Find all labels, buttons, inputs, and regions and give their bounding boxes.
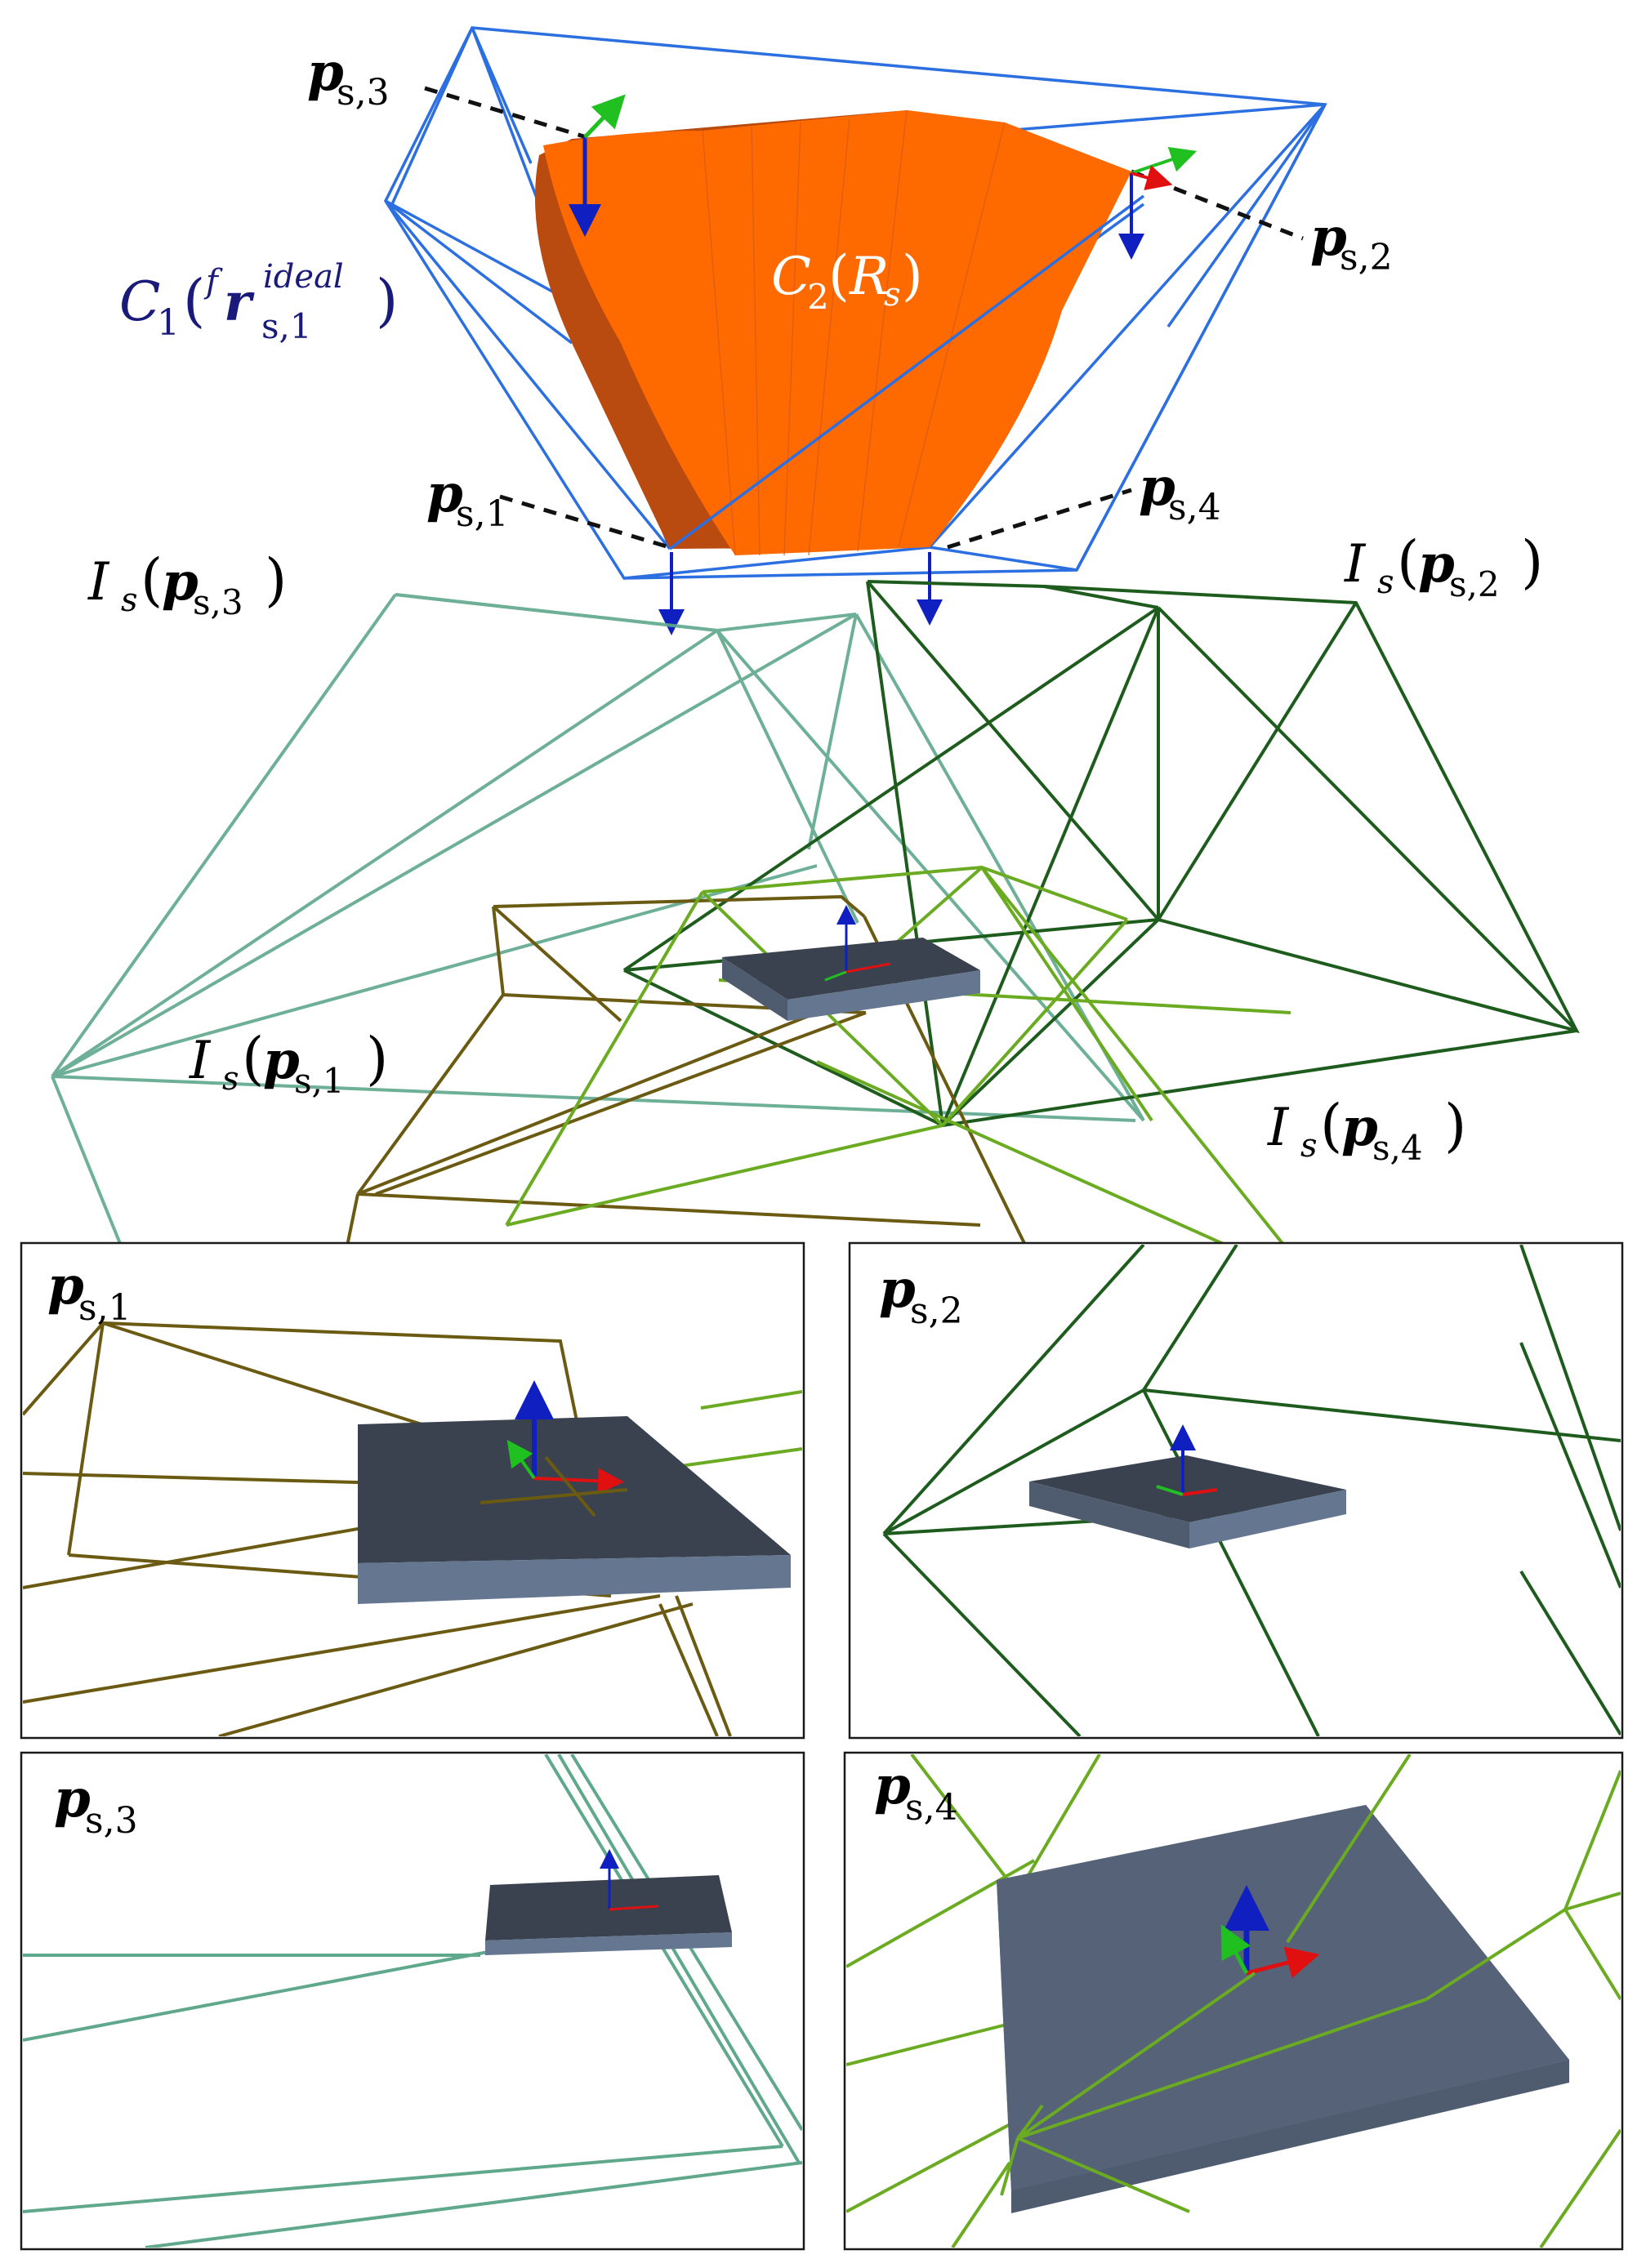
svg-text:(: ( <box>242 1025 264 1092</box>
panel-p3: p s,3 <box>20 1751 805 2251</box>
svg-text:I: I <box>1267 1098 1290 1158</box>
inner-cone-solid <box>535 109 1145 556</box>
svg-text:s,4: s,4 <box>1168 487 1221 528</box>
svg-text:s,3: s,3 <box>193 582 243 622</box>
svg-text:s,1: s,1 <box>261 306 312 346</box>
frame-axes-p2 <box>1118 146 1198 260</box>
svg-text:): ) <box>366 1025 388 1092</box>
svg-text:s: s <box>884 276 901 314</box>
svg-text:ideal: ideal <box>263 258 344 296</box>
svg-text:s,2: s,2 <box>1449 564 1500 604</box>
label-p3: p s,3 <box>307 42 390 114</box>
svg-text:s: s <box>222 1060 239 1098</box>
panel-p2-label: p s,2 <box>879 1259 963 1332</box>
svg-text:p: p <box>1310 207 1347 268</box>
svg-text:f: f <box>203 263 223 301</box>
svg-text:p: p <box>54 1768 91 1829</box>
panel-p1: p s,1 <box>20 1241 805 1740</box>
svg-text:p: p <box>263 1030 300 1091</box>
svg-text:(: ( <box>1397 528 1419 595</box>
svg-text:p: p <box>879 1259 916 1320</box>
label-p1: p s,1 <box>426 463 509 535</box>
frame-axes-p3 <box>569 94 626 237</box>
svg-text:s: s <box>121 581 138 619</box>
svg-text:(: ( <box>183 267 205 334</box>
svg-text:p: p <box>874 1755 911 1816</box>
panel-p4: p s,4 <box>843 1751 1624 2251</box>
svg-text:p: p <box>47 1255 84 1317</box>
svg-text:r: r <box>224 272 255 333</box>
label-p4: p s,4 <box>1139 457 1221 528</box>
plate-p3 <box>485 1849 732 1955</box>
svg-text:(: ( <box>828 244 850 307</box>
label-is-p3: I s ( p s,3 ) <box>87 546 287 622</box>
svg-text:): ) <box>902 244 923 307</box>
svg-text:s,4: s,4 <box>1372 1128 1423 1168</box>
svg-text:C: C <box>119 270 161 333</box>
is-p3-wireframe <box>51 593 1145 1250</box>
svg-text:s,4: s,4 <box>905 1787 958 1829</box>
svg-text:p: p <box>1341 1097 1378 1158</box>
svg-text:R: R <box>849 247 889 307</box>
label-is-p1: I s ( p s,1 ) <box>189 1025 388 1101</box>
svg-text:s,1: s,1 <box>78 1287 132 1329</box>
svg-text:p: p <box>307 42 344 103</box>
svg-text:s,2: s,2 <box>1340 237 1393 278</box>
svg-text:s: s <box>1300 1127 1318 1165</box>
svg-text:): ) <box>265 546 287 613</box>
svg-text:p: p <box>1139 457 1175 518</box>
plate-p4 <box>997 1805 1569 2213</box>
plate-p2 <box>1029 1424 1346 1548</box>
svg-text:I: I <box>189 1031 212 1091</box>
svg-text:p: p <box>1418 533 1455 595</box>
svg-text:I: I <box>1344 534 1367 595</box>
svg-text:): ) <box>1521 528 1543 595</box>
label-is-p2: I s ( p s,2 ) <box>1344 528 1543 604</box>
svg-text:I: I <box>87 552 110 613</box>
svg-text:2: 2 <box>807 277 829 317</box>
label-c1-ideal-cone: C 1 ( f r ideal s,1 ) <box>119 258 398 346</box>
svg-text:p: p <box>426 463 463 524</box>
panel-p3-label: p s,3 <box>54 1768 138 1842</box>
svg-text:s,1: s,1 <box>294 1061 345 1101</box>
svg-text:s: s <box>1377 564 1394 601</box>
svg-text:s,3: s,3 <box>337 72 390 114</box>
surface-plate-main <box>722 905 980 1021</box>
label-is-p4: I s ( p s,4 ) <box>1267 1092 1466 1168</box>
svg-text:s,3: s,3 <box>85 1800 138 1842</box>
panel-p1-label: p s,1 <box>47 1255 132 1329</box>
svg-text:1: 1 <box>157 302 180 344</box>
is-p2-wireframe <box>622 580 1580 1127</box>
svg-text:(: ( <box>141 546 163 613</box>
svg-text:): ) <box>1444 1092 1466 1159</box>
svg-text:s,2: s,2 <box>910 1290 963 1332</box>
svg-text:(: ( <box>1320 1092 1342 1159</box>
svg-text:): ) <box>376 267 398 334</box>
label-c2-cone: C 2 ( R s ) <box>771 244 923 317</box>
svg-text:s,1: s,1 <box>456 493 509 535</box>
label-p2: p s,2 <box>1310 207 1393 278</box>
svg-text:C: C <box>771 247 811 307</box>
svg-text:p: p <box>162 551 199 613</box>
panel-p2: p s,2 <box>848 1241 1624 1740</box>
panel-p4-label: p s,4 <box>874 1755 958 1829</box>
